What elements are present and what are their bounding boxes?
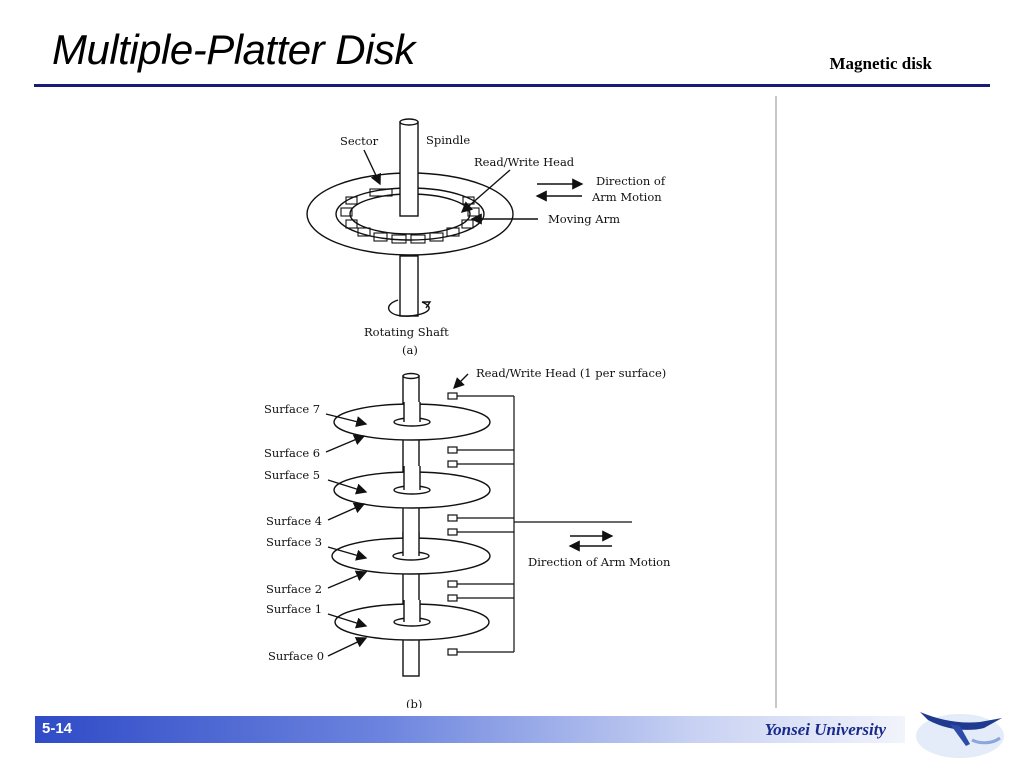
slide-title: Multiple-Platter Disk bbox=[52, 26, 415, 73]
divider-line bbox=[775, 96, 777, 708]
platter-3 bbox=[331, 532, 491, 575]
figure-a-labels: Sector Spindle Read/Write Head Direction… bbox=[340, 133, 666, 357]
footer-bar bbox=[35, 716, 905, 743]
label-direction-line2: Arm Motion bbox=[591, 190, 662, 204]
caption-a: (a) bbox=[402, 343, 418, 357]
label-surface-4: Surface 4 bbox=[266, 514, 322, 528]
arm-assembly bbox=[447, 392, 632, 656]
label-direction-b: Direction of Arm Motion bbox=[528, 555, 671, 569]
page-number: 5-14 bbox=[42, 720, 73, 737]
label-surface-0: Surface 0 bbox=[268, 649, 324, 663]
figure-b bbox=[325, 372, 632, 677]
sector-marked bbox=[369, 188, 393, 197]
label-surface-6: Surface 6 bbox=[264, 446, 320, 460]
label-rotating-shaft: Rotating Shaft bbox=[364, 325, 449, 339]
label-surface-7: Surface 7 bbox=[264, 402, 320, 416]
university-logo bbox=[916, 712, 1004, 758]
rotation-arrow bbox=[387, 299, 430, 317]
label-surface-2: Surface 2 bbox=[266, 582, 322, 596]
university-name: Yonsei University bbox=[764, 720, 886, 739]
platter-4 bbox=[334, 600, 490, 641]
figure-b-labels: Read/Write Head (1 per surface) Surface … bbox=[264, 366, 671, 708]
sector-blocks bbox=[340, 188, 480, 244]
label-direction-line1: Direction of bbox=[596, 174, 666, 188]
platter-1 bbox=[333, 402, 491, 441]
label-surface-5: Surface 5 bbox=[264, 468, 320, 482]
label-rw-head-a: Read/Write Head bbox=[474, 155, 575, 169]
label-moving-arm: Moving Arm bbox=[548, 212, 620, 226]
caption-b: (b) bbox=[406, 697, 422, 708]
label-surface-3: Surface 3 bbox=[266, 535, 322, 549]
multiple-platter-disk-figure: Sector Spindle Read/Write Head Direction… bbox=[264, 118, 671, 708]
label-sector: Sector bbox=[340, 134, 379, 148]
platter-2 bbox=[333, 466, 491, 509]
figure-a bbox=[306, 118, 584, 317]
title-rule bbox=[34, 84, 990, 87]
label-spindle: Spindle bbox=[426, 133, 470, 147]
spindle bbox=[399, 121, 419, 217]
slide-subtitle: Magnetic disk bbox=[829, 54, 932, 73]
label-surface-1: Surface 1 bbox=[266, 602, 322, 616]
label-rw-head-b: Read/Write Head (1 per surface) bbox=[476, 366, 666, 380]
